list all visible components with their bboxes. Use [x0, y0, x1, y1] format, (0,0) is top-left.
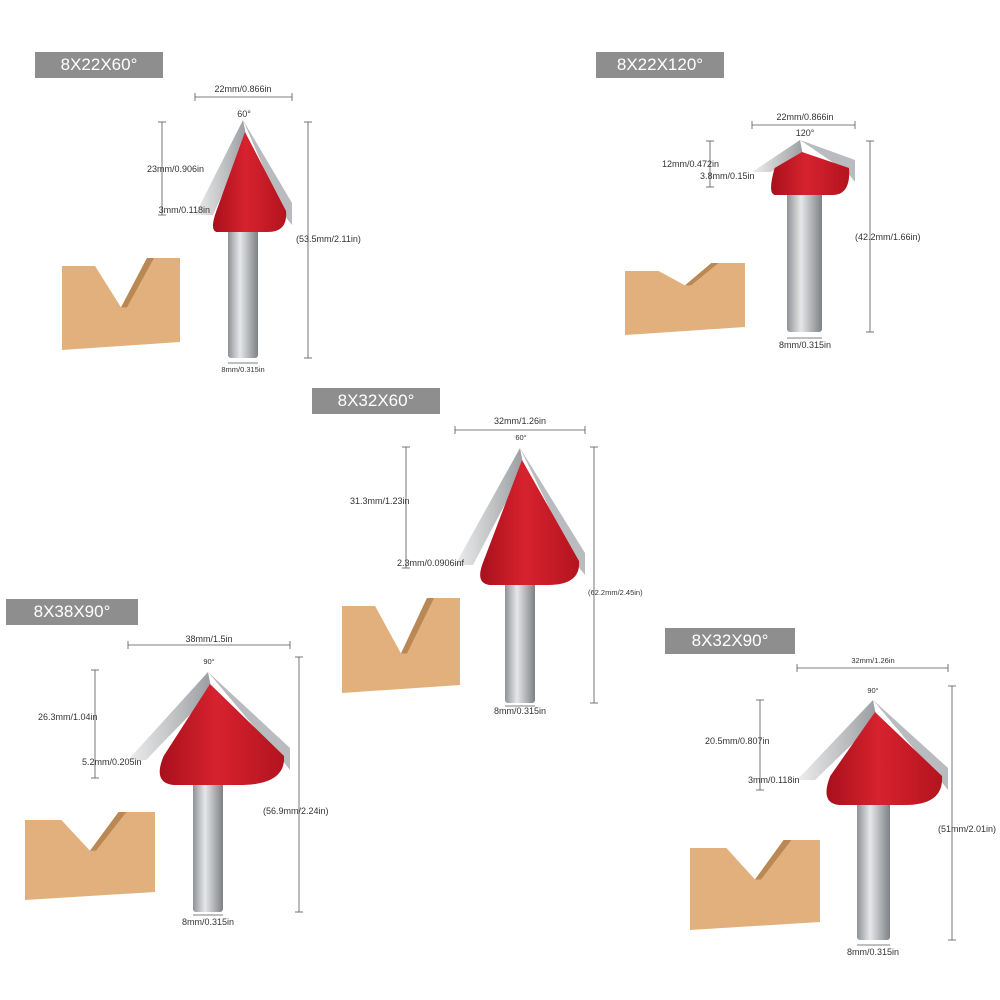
carbide-blade [455, 448, 524, 565]
flat-height-label: 3mm/0.118in [748, 775, 800, 785]
carbide-blade [128, 672, 212, 760]
wood-block [62, 258, 180, 350]
angle-label: 60° [237, 109, 251, 119]
total-length-label: (62.2mm/2.45in) [588, 588, 643, 597]
shank-diameter-label: 8mm/0.315in [846, 947, 900, 957]
total-length-label: (51mm/2.01in) [938, 824, 997, 834]
top-width-label: 38mm/1.5in [185, 634, 233, 644]
wood-block [342, 598, 460, 693]
total-length-label: (53.5mm/2.11in) [296, 234, 361, 244]
top-width-label: 32mm/1.26in [851, 656, 895, 665]
carbide-blade [797, 700, 877, 780]
panel-title: 8X22X120° [596, 52, 724, 78]
carbide-blade [195, 120, 247, 215]
shank-diameter-label: 8mm/0.315in [221, 365, 265, 374]
angle-label: 60° [515, 433, 527, 442]
cutter-body [159, 684, 285, 785]
panel-title: 8X32X60° [312, 388, 440, 414]
shank-diameter-label: 8mm/0.315in [778, 340, 832, 350]
cutting-height-label: 20.5mm/0.807in [705, 736, 770, 746]
cutter-body [480, 460, 580, 585]
wood-groove [401, 598, 435, 654]
cutter-body [826, 712, 943, 805]
wood-block [625, 263, 745, 335]
cutting-height-label: 23mm/0.906in [146, 164, 204, 174]
top-width-label: 22mm/0.866in [214, 84, 272, 94]
angle-label: 90° [203, 657, 215, 666]
wood-groove [755, 840, 792, 880]
shank-diameter-label: 8mm/0.315in [181, 917, 235, 927]
total-length-label: (56.9mm/2.24in) [263, 806, 329, 816]
wood-groove [90, 812, 127, 851]
cutting-height-label: 12mm/0.472in [662, 159, 720, 169]
panel-title: 8X32X90° [665, 628, 795, 654]
cutting-height-label: 26.3mm/1.04in [38, 712, 98, 722]
shank [787, 191, 822, 332]
carbide-blade [800, 140, 855, 182]
angle-label: 90° [867, 686, 879, 695]
panel-title: 8X38X90° [6, 599, 138, 625]
total-length-label: (42.2mm/1.66in) [855, 232, 921, 242]
flat-height-label: 2.3mm/0.0906inf [397, 558, 465, 568]
flat-height-label: 5.2mm/0.205in [82, 757, 142, 767]
top-width-label: 22mm/0.866in [776, 112, 834, 122]
wood-groove [685, 263, 719, 286]
wood-block [690, 840, 820, 930]
angle-label: 120° [795, 128, 815, 138]
shank-diameter-label: 8mm/0.315in [493, 706, 547, 716]
top-width-label: 32mm/1.26in [493, 416, 547, 426]
carbide-blade [243, 120, 292, 225]
shank [228, 228, 258, 358]
wood-groove [121, 258, 155, 308]
cutter-body [771, 152, 850, 195]
shank [505, 581, 535, 703]
panel-title: 8X22X60° [35, 52, 163, 78]
cutter-body [212, 132, 287, 232]
flat-height-label: 3mm/0.118in [158, 205, 210, 215]
wood-block [25, 812, 155, 900]
shank [193, 781, 223, 912]
flat-height-label: 3.8mm/0.15in [700, 171, 755, 181]
shank [857, 801, 890, 940]
cutting-height-label: 31.3mm/1.23in [350, 496, 410, 506]
